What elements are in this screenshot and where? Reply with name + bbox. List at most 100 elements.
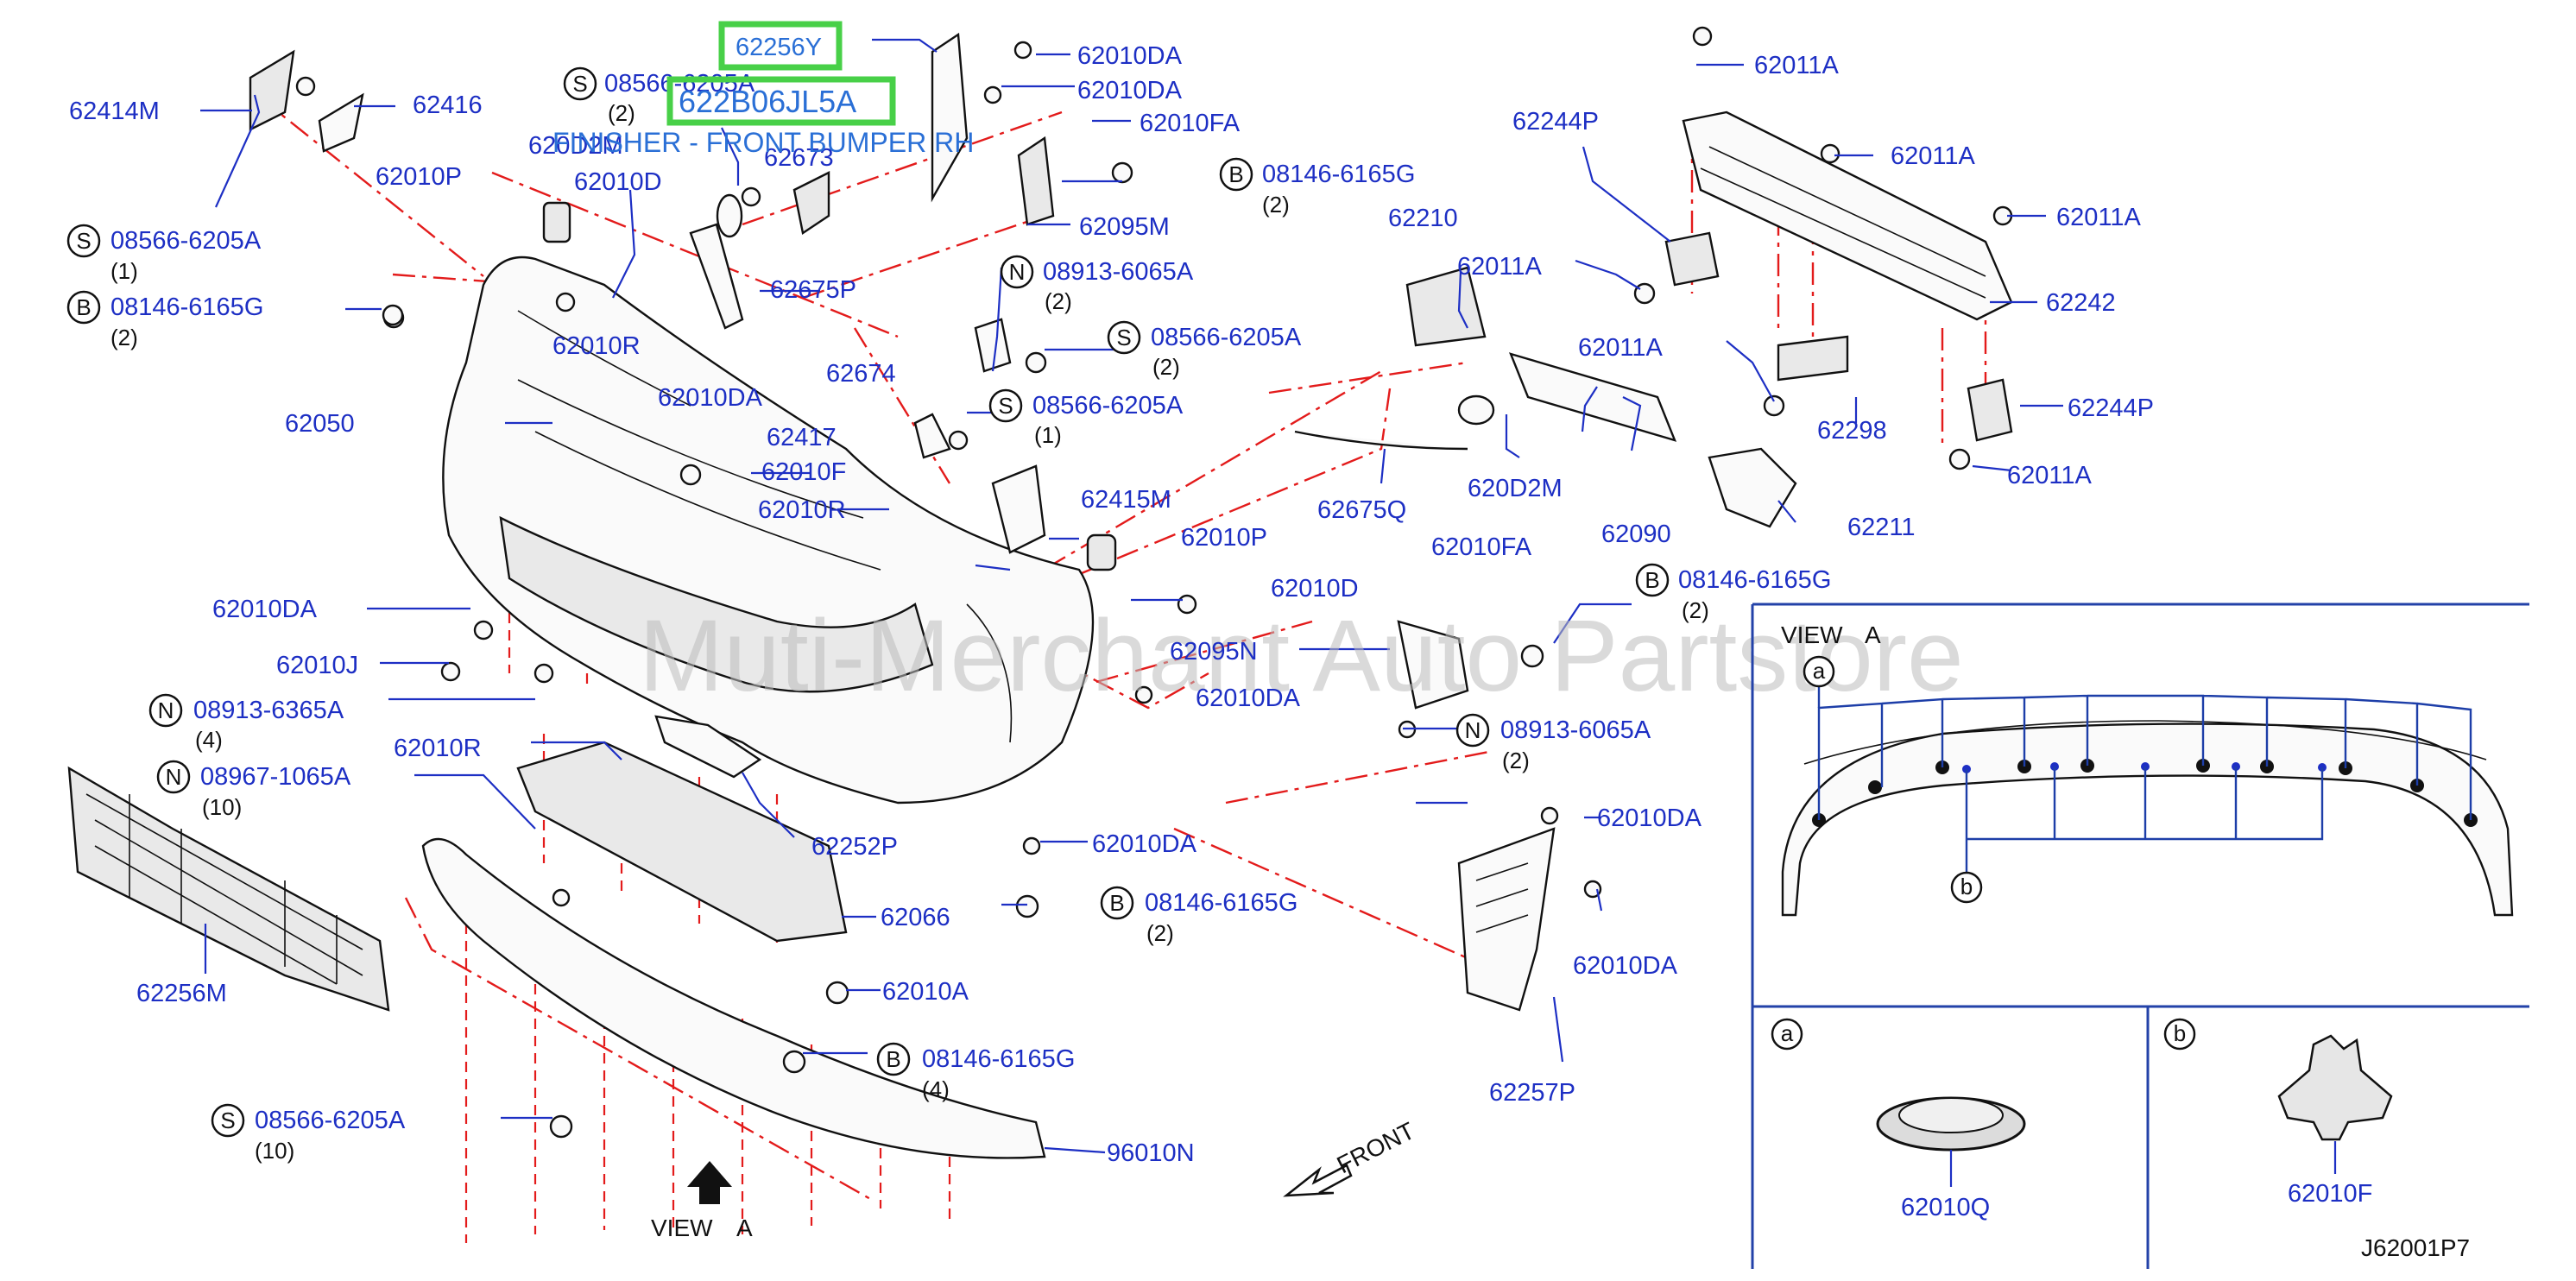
svg-text:B: B <box>1109 890 1124 916</box>
bolt-callout-s1: S 08566-6205A (2) <box>563 66 755 126</box>
label-62674: 62674 <box>826 360 896 388</box>
label-620D2M-mid: 620D2M <box>1468 475 1563 502</box>
label-62010J: 62010J <box>276 652 358 679</box>
svg-text:(2): (2) <box>608 100 635 126</box>
view-a-indicator: VIEW A <box>651 1161 753 1241</box>
bolt-callout-n3: N 08967-1065A (10) <box>156 760 351 820</box>
leader-lines <box>200 38 2063 1154</box>
svg-text:N: N <box>1009 259 1026 285</box>
label-62416: 62416 <box>413 92 483 119</box>
lower-grille <box>67 766 390 1012</box>
label-62050: 62050 <box>285 410 355 438</box>
label-62252P: 62252P <box>811 833 898 861</box>
svg-text:(10): (10) <box>255 1138 294 1164</box>
svg-text:(2): (2) <box>1146 920 1174 946</box>
label-62010DA-7: 62010DA <box>1597 805 1702 832</box>
front-arrow-icon <box>1283 1164 1353 1197</box>
bolt-callout-s5: S 08566-6205A (10) <box>211 1103 406 1164</box>
svg-text:A: A <box>1865 622 1881 648</box>
bolt-callout-b1: B 08146-6165G (2) <box>66 290 263 350</box>
label-62010A: 62010A <box>882 978 969 1006</box>
svg-text:(2): (2) <box>1502 748 1530 773</box>
label-62010DA-2: 62010DA <box>1077 77 1183 104</box>
label-62010P-mid: 62010P <box>1181 524 1267 552</box>
label-62673: 62673 <box>764 144 834 172</box>
svg-text:N: N <box>158 697 174 723</box>
under-cover <box>516 715 848 943</box>
bolt-callout-s4: S 08566-6205A (1) <box>988 388 1184 448</box>
svg-text:FRONT: FRONT <box>1333 1117 1419 1178</box>
lower-lip-spoiler <box>421 837 1046 1159</box>
svg-text:08146-6165G: 08146-6165G <box>1678 566 1831 594</box>
highlight-callouts: 62256Y 622B06JL5A FINISHER - FRONT BUMPE… <box>552 21 974 158</box>
inset-a: a 62010Q <box>1771 1018 2026 1221</box>
label-62244P-2: 62244P <box>2068 394 2154 422</box>
label-62010DA-5: 62010DA <box>1092 830 1197 858</box>
svg-text:08913-6065A: 08913-6065A <box>1043 258 1194 286</box>
svg-text:(2): (2) <box>1045 288 1072 314</box>
label-62414M: 62414M <box>69 98 160 125</box>
brackets <box>249 32 1797 1012</box>
svg-text:B: B <box>1228 161 1243 187</box>
svg-text:(1): (1) <box>110 258 138 284</box>
label-62010FA-mid: 62010FA <box>1431 533 1532 561</box>
bolt-callout-s3: S 08566-6205A (2) <box>1107 320 1302 380</box>
front-bumper-fascia <box>442 256 1095 805</box>
label-62298: 62298 <box>1817 417 1887 445</box>
label-62010F: 62010F <box>761 458 846 486</box>
svg-text:(4): (4) <box>195 727 223 753</box>
bolt-callouts: S 08566-6205A (2) S 08566-6205A (1) B 08… <box>66 66 1831 1164</box>
svg-text:A: A <box>736 1215 753 1241</box>
label-62010R-2: 62010R <box>758 496 846 524</box>
bolt-callout-b3: B 08146-6165G (2) <box>1635 563 1831 623</box>
highlight-box-622B06JL5A <box>666 76 896 126</box>
svg-text:08146-6165G: 08146-6165G <box>110 293 263 321</box>
watermark: Muti-Merchant Auto Partstore <box>639 599 1964 713</box>
svg-text:b: b <box>2174 1020 2186 1046</box>
svg-text:S: S <box>998 393 1013 419</box>
label-62011A-4: 62011A <box>1891 142 1975 170</box>
svg-text:VIEW: VIEW <box>1781 622 1843 648</box>
svg-text:B: B <box>1645 567 1659 593</box>
label-62244P-1: 62244P <box>1512 108 1599 136</box>
label-62010DA-3: 62010DA <box>658 384 763 412</box>
inset-b-part: 62010F <box>2288 1180 2372 1208</box>
label-62257P: 62257P <box>1489 1079 1575 1107</box>
label-62210: 62210 <box>1388 205 1458 232</box>
label-62010DA-4: 62010DA <box>212 596 318 623</box>
label-62010R-3: 62010R <box>394 735 482 762</box>
label-62011A-5: 62011A <box>2056 204 2141 231</box>
svg-text:B: B <box>76 294 91 320</box>
part-labels: 62414M 62416 620D2M 62010P 62010D 62673 … <box>69 42 2470 1261</box>
svg-text:(4): (4) <box>922 1076 950 1102</box>
svg-text:N: N <box>166 764 182 790</box>
bolt-callout-n2: N 08913-6365A (4) <box>148 693 344 753</box>
view-arrow-icon <box>687 1161 732 1204</box>
svg-text:08146-6165G: 08146-6165G <box>922 1045 1075 1073</box>
front-indicator: FRONT <box>1283 1117 1419 1197</box>
svg-text:VIEW: VIEW <box>651 1215 713 1241</box>
bolt-callout-n4: N 08913-6065A (2) <box>1455 713 1651 773</box>
svg-text:(2): (2) <box>1682 597 1709 623</box>
svg-text:08566-6205A: 08566-6205A <box>255 1107 406 1134</box>
label-62090: 62090 <box>1601 521 1671 548</box>
label-62242: 62242 <box>2046 289 2116 317</box>
svg-text:08146-6165G: 08146-6165G <box>1262 161 1415 188</box>
bolt-callout-b4: B 08146-6165G (2) <box>1100 886 1297 946</box>
svg-text:S: S <box>76 228 91 254</box>
label-62011A-2: 62011A <box>1578 334 1663 362</box>
label-62011A-3: 62011A <box>1754 52 1839 79</box>
label-62010D-top: 62010D <box>574 168 662 196</box>
diagram-code: J62001P7 <box>2361 1234 2470 1261</box>
svg-text:N: N <box>1465 717 1481 743</box>
label-62010DA-1: 62010DA <box>1077 42 1183 70</box>
panel-callout-a: a <box>1813 658 1826 684</box>
bumper-reinforcement <box>1664 110 2013 442</box>
svg-text:(2): (2) <box>110 325 138 350</box>
label-62010DA-8: 62010DA <box>1573 952 1678 980</box>
bolt-callout-s2: S 08566-6205A (1) <box>66 224 262 284</box>
svg-text:B: B <box>886 1046 900 1072</box>
svg-text:S: S <box>1116 325 1131 350</box>
fasteners <box>295 26 2013 1139</box>
svg-text:(2): (2) <box>1152 354 1180 380</box>
